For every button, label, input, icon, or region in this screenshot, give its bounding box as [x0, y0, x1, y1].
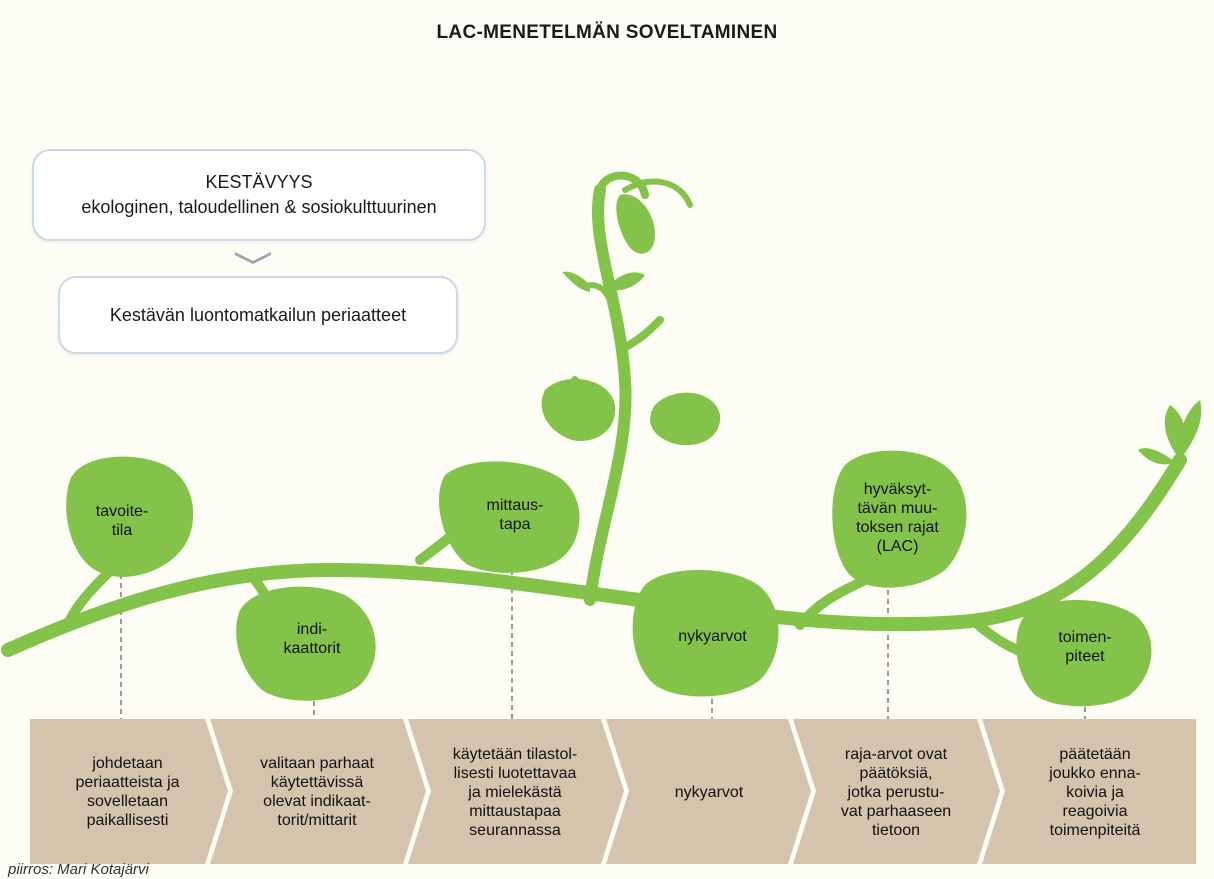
leaf-nykyarvot	[632, 570, 779, 697]
vine-leaves	[66, 194, 1202, 707]
step-arrow-1	[30, 719, 228, 864]
diagram-title: LAC-MENETELMÄN SOVELTAMINEN	[436, 22, 778, 43]
principles-text: Kestävän luontomatkailun periaatteet	[109, 304, 407, 325]
step-arrow-5	[793, 719, 1000, 864]
leaf-lac	[832, 450, 967, 588]
sustainability-box: KESTÄVYYS ekologinen, taloudellinen & so…	[32, 149, 486, 241]
leaf-label-nykyarvot: nykyarvot	[678, 628, 747, 645]
leaf-label-lac: hyväksyt- tävän muu- toksen rajat (LAC)	[856, 481, 939, 555]
step-text-2: valitaan parhaat käytettävissä olevat in…	[260, 755, 374, 829]
sustainability-heading: KESTÄVYYS	[205, 172, 313, 192]
leaf-label-toimenpiteet: toimen- piteet	[1058, 629, 1112, 665]
step-arrow-6	[982, 719, 1196, 864]
leaf-mittaustapa	[438, 461, 580, 573]
leaf-label-tavoitetila: tavoite- tila	[95, 503, 149, 539]
principles-box: Kestävän luontomatkailun periaatteet	[58, 276, 458, 354]
chevron-down-icon	[235, 252, 271, 264]
leaf-indikaattorit	[236, 586, 376, 701]
leaf-label-mittaustapa: mittaus- tapa	[486, 497, 544, 533]
step-arrow-4	[606, 719, 811, 864]
step-arrow-3	[408, 719, 624, 864]
step-text-1: johdetaan periaatteista ja sovelletaan p…	[75, 755, 180, 829]
step-text-3: käytetään tilastol- lisesti luotettavaa …	[452, 745, 578, 839]
step-arrows	[30, 719, 1196, 864]
illustration-credit: piirros: Mari Kotajärvi	[8, 861, 149, 878]
sustainability-dimensions: ekologinen, taloudellinen & sosiokulttuu…	[81, 197, 437, 217]
step-text-5: raja-arvot ovat päätöksiä, jotka perustu…	[840, 745, 952, 839]
step-arrow-2	[210, 719, 426, 864]
leaf-toimenpiteet	[1016, 600, 1152, 707]
step-text-4: nykyarvot	[674, 783, 744, 801]
leaf-tavoitetila	[66, 456, 194, 577]
leaf-label-indikaattorit: indi- kaattorit	[283, 621, 341, 657]
step-text-6: päätetään joukko enna- koivia ja reagoiv…	[1049, 745, 1141, 839]
